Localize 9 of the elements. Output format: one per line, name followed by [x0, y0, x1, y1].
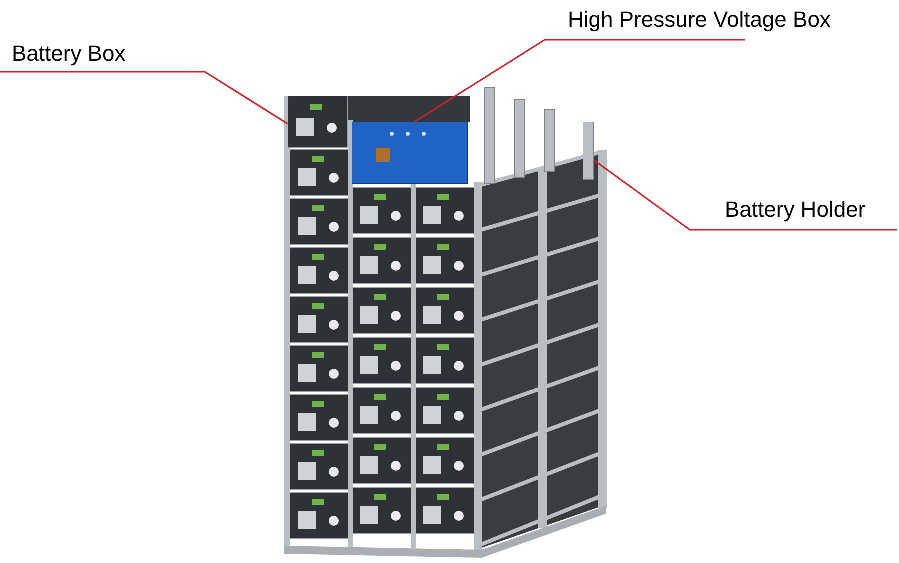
- part-label: High Pressure Voltage Box: [568, 6, 832, 34]
- part-label: Battery Holder: [725, 196, 867, 224]
- leader-line: [594, 160, 897, 231]
- voltage-box: [352, 122, 468, 184]
- leader-line: [0, 71, 288, 125]
- battery-module: [288, 96, 348, 148]
- holder-post: [583, 122, 594, 180]
- leader-line: [414, 39, 745, 123]
- part-label: Battery Box: [12, 40, 127, 68]
